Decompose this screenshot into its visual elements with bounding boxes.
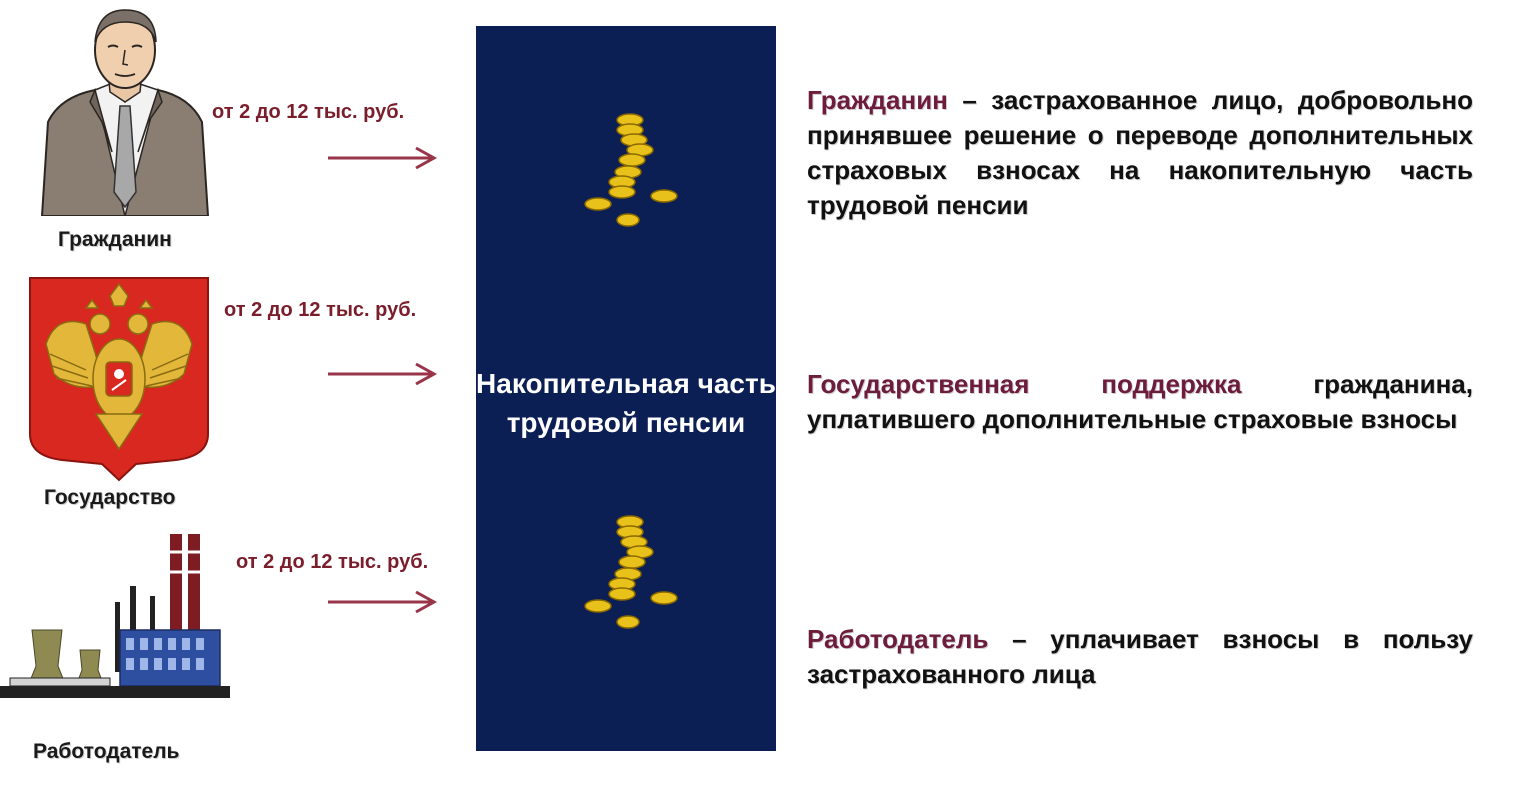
coins-stack-icon — [584, 515, 678, 629]
arrow-state — [328, 362, 438, 386]
arrow-employer — [328, 590, 438, 614]
description-text: – застрахованное лицо, добровольно приня… — [807, 85, 1473, 220]
description-term: Гражданин — [807, 85, 948, 115]
source-label-state: Государство — [44, 486, 176, 509]
coins-stack-icon — [584, 113, 678, 227]
source-label-citizen: Гражданин — [58, 228, 172, 251]
amount-label-citizen: от 2 до 12 тыс. руб. — [212, 101, 405, 123]
citizen-portrait-icon — [40, 9, 210, 216]
description-state: Государственная поддержка гражданина, уп… — [807, 367, 1473, 437]
state-coat-of-arms-icon — [29, 277, 209, 482]
description-employer: Работодатель – уплачивает взносы в польз… — [807, 622, 1473, 692]
description-citizen: Гражданин – застрахованное лицо, доброво… — [807, 83, 1473, 223]
amount-label-state: от 2 до 12 тыс. руб. — [224, 299, 417, 321]
description-term: Работодатель — [807, 624, 989, 654]
arrow-citizen — [328, 146, 438, 170]
description-text: – уплачивает взносы в пользу застрахован… — [807, 624, 1473, 689]
source-label-employer: Работодатель — [33, 740, 180, 763]
pension-box: Накопительная часть трудовой пенсии — [476, 26, 776, 751]
description-term: Государственная поддержка — [807, 369, 1242, 399]
factory-icon — [0, 534, 230, 698]
description-text: гражданина, уплатившего дополнительные с… — [807, 369, 1473, 434]
pension-title: Накопительная часть трудовой пенсии — [476, 368, 776, 438]
amount-label-employer: от 2 до 12 тыс. руб. — [236, 551, 429, 573]
